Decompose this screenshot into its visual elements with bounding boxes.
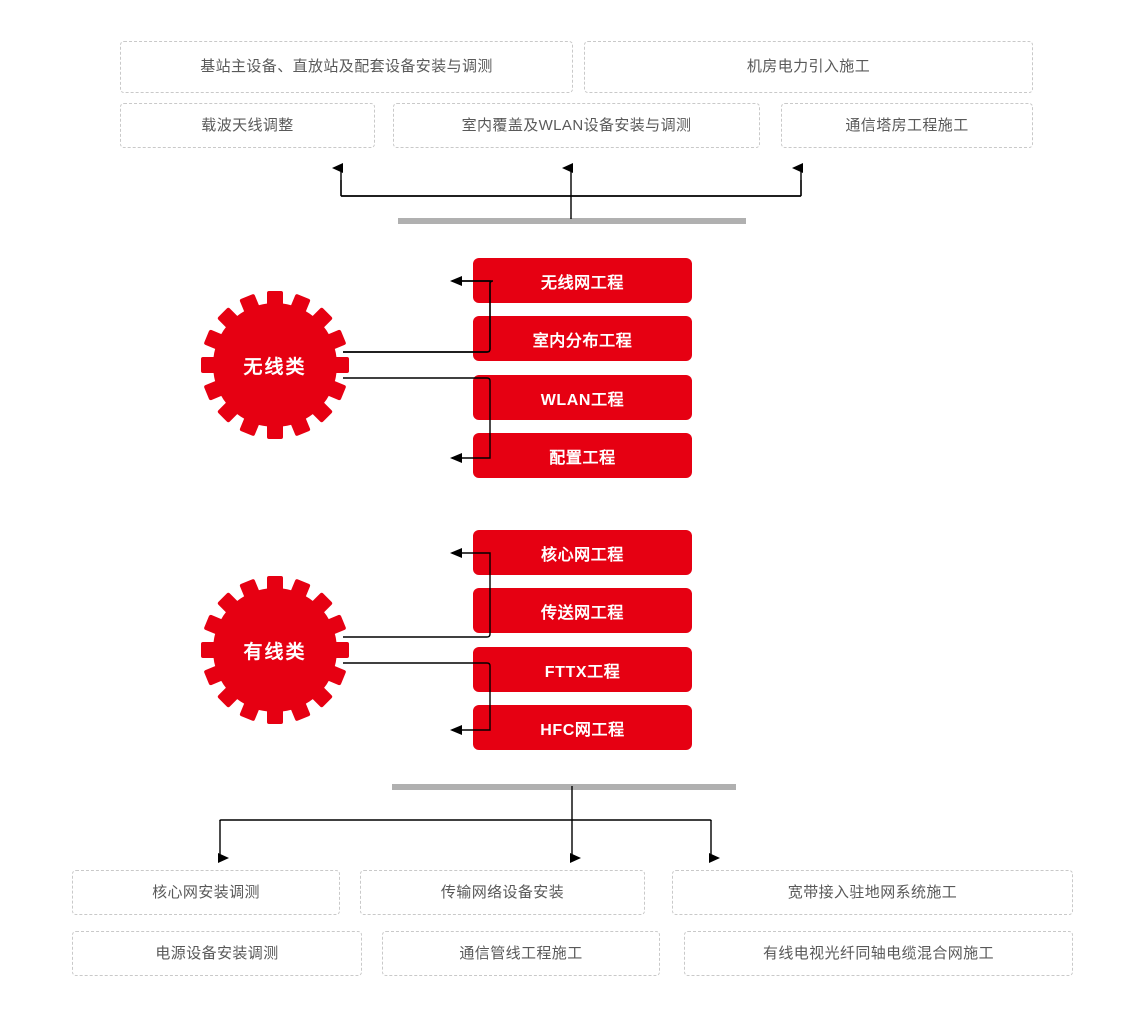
wired-item-label: FTTX工程 xyxy=(544,663,621,681)
top-outcome-box-4: 室内覆盖及WLAN设备安装与调测 xyxy=(393,103,760,148)
wired-item-label: 核心网工程 xyxy=(540,546,624,564)
top-outcome-label: 载波天线调整 xyxy=(201,116,294,134)
bottom-separator-bar xyxy=(392,784,736,790)
bottom-outcome-box-4: 电源设备安装调测 xyxy=(72,931,362,976)
wired-item-label: HFC网工程 xyxy=(540,721,625,739)
wired-item-2: 传送网工程 xyxy=(473,588,692,633)
top-outcome-box-1: 基站主设备、直放站及配套设备安装与调测 xyxy=(120,41,573,93)
top-outcome-label: 通信塔房工程施工 xyxy=(845,116,969,134)
top-outcome-box-3: 载波天线调整 xyxy=(120,103,375,148)
wired-item-1: 核心网工程 xyxy=(473,530,692,575)
wireless-item-4: 配置工程 xyxy=(473,433,692,478)
bottom-outcome-label: 有线电视光纤同轴电缆混合网施工 xyxy=(762,944,994,962)
bottom-outcome-label: 电源设备安装调测 xyxy=(155,944,279,962)
bottom-outcome-box-1: 核心网安装调测 xyxy=(72,870,340,915)
wireless-item-label: 配置工程 xyxy=(549,449,616,467)
wireless-item-label: WLAN工程 xyxy=(540,391,625,409)
wired-gear: 有线类 xyxy=(195,570,355,730)
wired-item-3: FTTX工程 xyxy=(473,647,692,692)
top-outcome-label: 室内覆盖及WLAN设备安装与调测 xyxy=(461,116,692,134)
bottom-outcome-label: 传输网络设备安装 xyxy=(440,883,565,901)
top-outcome-box-5: 通信塔房工程施工 xyxy=(781,103,1033,148)
wireless-gear: 无线类 xyxy=(195,285,355,445)
wireless-item-3: WLAN工程 xyxy=(473,375,692,420)
gear-icon xyxy=(201,291,349,439)
wireless-item-label: 室内分布工程 xyxy=(532,332,633,350)
wireless-item-1: 无线网工程 xyxy=(473,258,692,303)
top-outcome-label: 机房电力引入施工 xyxy=(746,58,871,76)
bottom-outcome-label: 宽带接入驻地网系统施工 xyxy=(787,883,958,901)
wired-item-label: 传送网工程 xyxy=(540,604,624,622)
bottom-outcome-box-2: 传输网络设备安装 xyxy=(360,870,645,915)
wireless-item-label: 无线网工程 xyxy=(540,274,624,292)
top-outcome-label: 基站主设备、直放站及配套设备安装与调测 xyxy=(200,58,493,76)
gear-icon xyxy=(201,576,349,724)
bottom-outcome-label: 通信管线工程施工 xyxy=(459,944,583,962)
wired-item-4: HFC网工程 xyxy=(473,705,692,750)
bottom-outcome-box-6: 有线电视光纤同轴电缆混合网施工 xyxy=(684,931,1073,976)
bottom-outcome-label: 核心网安装调测 xyxy=(152,883,260,901)
wireless-item-2: 室内分布工程 xyxy=(473,316,692,361)
bottom-outcome-box-3: 宽带接入驻地网系统施工 xyxy=(672,870,1073,915)
bottom-outcome-box-5: 通信管线工程施工 xyxy=(382,931,660,976)
top-outcome-box-2: 机房电力引入施工 xyxy=(584,41,1033,93)
top-separator-bar xyxy=(398,218,746,224)
